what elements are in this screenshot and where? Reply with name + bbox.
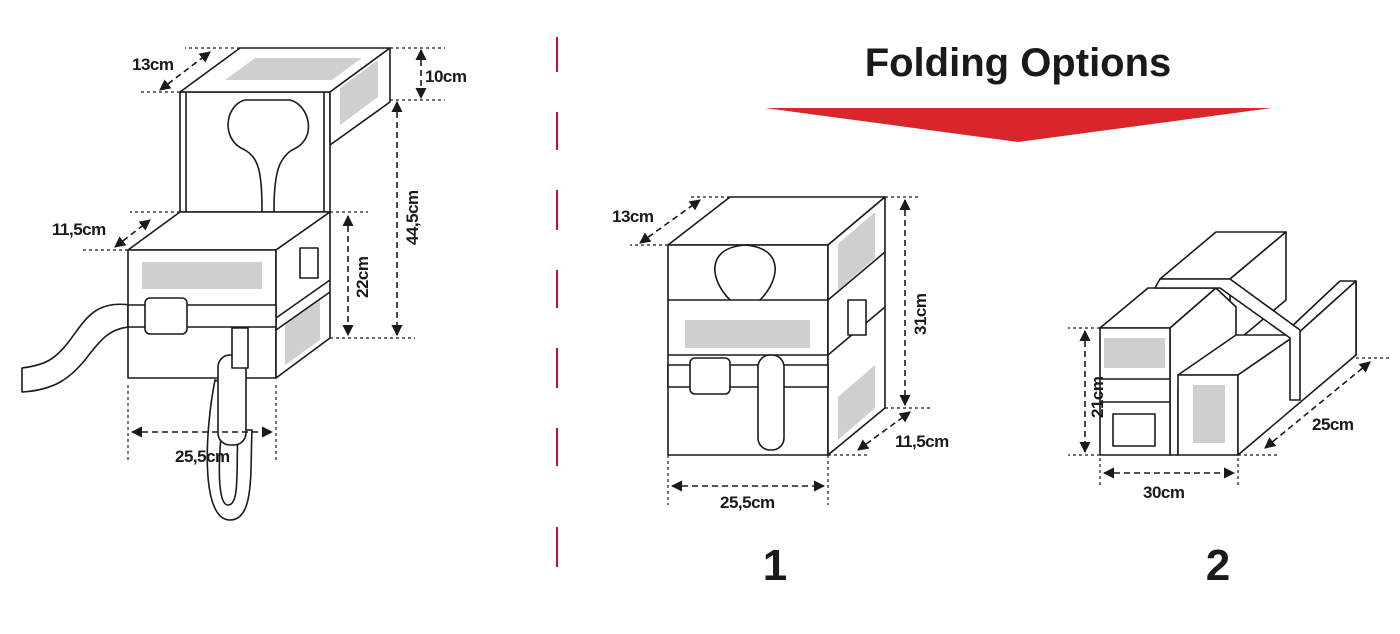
- page-title: Folding Options: [865, 41, 1172, 85]
- dim-total-height: 44,5cm: [403, 190, 422, 245]
- dim-depth-top: 13cm: [132, 55, 174, 74]
- dim-width: 25,5cm: [175, 447, 230, 466]
- opt1-dim-depth: 13cm: [612, 207, 654, 226]
- opt1-dim-depth-bottom: 11,5cm: [895, 432, 949, 451]
- dim-lid-height: 10cm: [425, 67, 467, 86]
- dim-box-height: 22cm: [353, 256, 372, 298]
- opt1-dim-height: 31cm: [911, 293, 930, 335]
- option-2-number: 2: [1206, 541, 1230, 590]
- opt1-dim-width: 25,5cm: [720, 493, 775, 512]
- dim-depth-bottom: 11,5cm: [52, 220, 106, 239]
- pocket-icon: [1112, 413, 1156, 447]
- opt2-dim-height: 21cm: [1088, 376, 1107, 418]
- option-1-illustration: 13cm 31cm 11,5cm 25,5cm: [612, 196, 950, 512]
- strap: [21, 303, 131, 393]
- buckle-icon: [144, 297, 188, 335]
- opt2-dim-width: 30cm: [1143, 483, 1185, 502]
- down-arrow-icon: [765, 108, 1272, 142]
- unfolded-bag-illustration: 11,5cm 13cm 10cm 22cm 44,5cm 25,5cm: [21, 47, 467, 521]
- option-1-number: 1: [763, 541, 787, 590]
- opt2-dim-length: 25cm: [1312, 415, 1354, 434]
- back-panel: [179, 91, 331, 213]
- option-2-illustration: 21cm 25cm 30cm: [1068, 231, 1390, 502]
